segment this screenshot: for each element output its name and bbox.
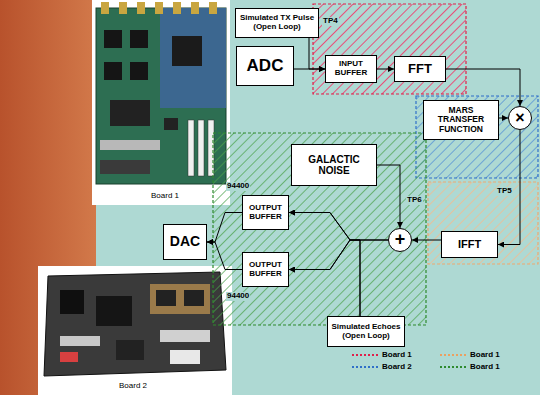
buffer-box: INPUT BUFFER	[325, 55, 377, 83]
converter-box: DAC	[163, 224, 207, 260]
board-region	[313, 4, 466, 94]
connector	[170, 350, 200, 364]
node-label: +	[395, 230, 406, 250]
signal-connector	[289, 213, 388, 241]
pcb-area	[150, 284, 210, 314]
legend-entry: Board 1	[440, 362, 500, 371]
node-label: ADC	[247, 57, 284, 76]
slot	[188, 120, 194, 176]
process-box: IFFT	[441, 231, 498, 258]
chip	[104, 30, 122, 48]
node-label: FFT	[408, 62, 432, 76]
chip	[116, 340, 144, 360]
test-point: TP6	[406, 196, 423, 205]
legend-sample	[440, 352, 466, 358]
chip	[96, 296, 132, 326]
photo-frame	[92, 0, 230, 205]
legend-label: Board 1	[382, 350, 412, 359]
legend-entry: Board 1	[352, 350, 412, 359]
photo-caption: Board 2	[118, 382, 148, 391]
header	[60, 336, 100, 346]
pcb-area	[160, 8, 226, 108]
connector	[119, 2, 127, 14]
node-label: Simulated TX Pulse (Open Loop)	[238, 14, 316, 32]
photo-frame	[38, 266, 232, 395]
signal-connector	[207, 242, 242, 270]
process-box: MARS TRANSFER FUNCTION	[423, 100, 499, 140]
header	[100, 140, 160, 150]
signal-connector	[207, 213, 242, 243]
source-box: GALACTIC NOISE	[291, 144, 377, 186]
legend-line	[352, 366, 378, 368]
connector	[209, 2, 217, 14]
signal-connector	[289, 240, 388, 270]
legend-entry: Board 2	[352, 362, 412, 371]
node-label: IFFT	[458, 238, 481, 250]
board-region	[213, 133, 426, 325]
legend-label: Board 2	[382, 362, 412, 371]
signal-connector	[377, 165, 400, 228]
signal-connector	[377, 69, 394, 70]
node-label: OUTPUT BUFFER	[245, 204, 286, 222]
summer-circle: +	[388, 228, 412, 252]
source-box: Simulated TX Pulse (Open Loop)	[235, 8, 319, 38]
node-label: MARS TRANSFER FUNCTION	[426, 106, 496, 134]
signal-connector	[294, 69, 325, 70]
legend-sample	[440, 364, 466, 370]
node-label: GALACTIC NOISE	[294, 154, 374, 176]
source-box: Simulated Echoes (Open Loop)	[327, 316, 405, 347]
chip	[110, 100, 150, 126]
process-box: FFT	[394, 56, 446, 82]
buffer-box: OUTPUT BUFFER	[242, 252, 289, 287]
chip	[130, 62, 148, 80]
legend-sample	[352, 352, 378, 358]
switch-block	[60, 352, 78, 362]
photo-caption: Board 1	[150, 192, 180, 201]
multiplier-circle: ×	[508, 106, 532, 130]
legend-sample	[352, 364, 378, 370]
signal-connector	[412, 240, 441, 241]
chip	[184, 290, 204, 306]
buffer-size: 94400	[226, 182, 250, 191]
pcb-board	[44, 272, 226, 376]
legend-line	[440, 354, 466, 356]
legend-label: Board 1	[470, 350, 500, 359]
buffer-size: 94400	[226, 292, 250, 301]
board-region	[428, 182, 538, 264]
connector	[100, 160, 150, 174]
connector	[101, 2, 109, 14]
pcb-board	[96, 8, 226, 184]
slot	[198, 120, 204, 176]
legend-entry: Board 1	[440, 350, 500, 359]
connector	[137, 2, 145, 14]
signal-connector	[499, 118, 508, 119]
node-label: OUTPUT BUFFER	[245, 261, 286, 279]
signal-connector	[289, 240, 360, 316]
converter-box: ADC	[236, 46, 294, 86]
connector	[173, 2, 181, 14]
chip	[130, 30, 148, 48]
test-point: TP4	[322, 17, 339, 26]
signal-connector	[289, 213, 360, 317]
chip	[172, 36, 202, 66]
node-label: ×	[515, 109, 524, 127]
signal-connector	[309, 38, 325, 69]
legend-line	[352, 354, 378, 356]
chip	[60, 290, 84, 314]
chip	[156, 290, 176, 306]
chip	[104, 62, 122, 80]
buffer-box: OUTPUT BUFFER	[242, 195, 289, 230]
chip	[164, 118, 178, 130]
node-label: INPUT BUFFER	[328, 60, 374, 78]
connector	[191, 2, 199, 14]
connector	[155, 2, 163, 14]
node-label: Simulated Echoes (Open Loop)	[330, 323, 402, 341]
node-label: DAC	[170, 234, 200, 249]
legend-line	[440, 366, 466, 368]
legend-label: Board 1	[470, 362, 500, 371]
header	[160, 330, 210, 342]
test-point: TP5	[496, 187, 513, 196]
